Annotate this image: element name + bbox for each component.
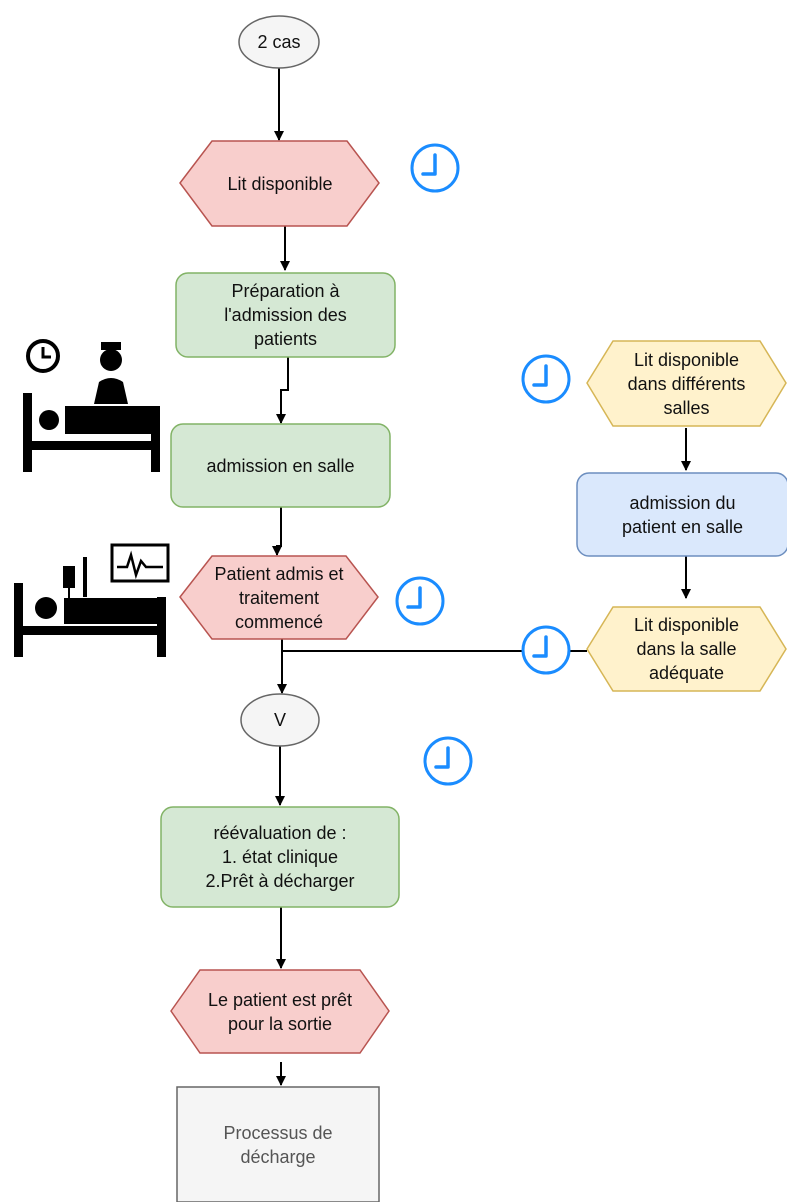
patient-admis-shape (179, 555, 379, 640)
reevaluation-shape (160, 806, 400, 908)
processus-decharge-node: Processus de décharge (223, 1122, 333, 1167)
lit-disponible-event: Lit disponible (227, 174, 333, 194)
admission-salle-function: admission en salle (206, 455, 355, 476)
preparation-function: Préparation à l'admission des patients (224, 281, 347, 349)
patient-admis-event: Patient admis et traitement commencé (214, 563, 344, 632)
pret-sortie-event: Le patient est prêt pour la sortie (207, 989, 353, 1034)
admission-salle-shape (170, 423, 391, 508)
lit-salle-adequate-event: Lit disponible dans la salle adéquate (633, 615, 740, 683)
clock-icon (410, 143, 460, 193)
processus-decharge-shape (176, 1086, 380, 1202)
admission-patient-salle-shape (576, 472, 787, 557)
clock-icon (521, 354, 571, 404)
preparation-shape (175, 272, 396, 358)
lit-differents-salles-event: Lit disponible dans différents salles (627, 349, 746, 418)
arrow-preparation-to-admission (276, 357, 289, 424)
admission-patient-salle-function: admission du patient en salle (621, 492, 744, 537)
clock-icon (423, 736, 473, 786)
clock-icon (395, 576, 445, 626)
reevaluation-function: réévaluation de : 1. état clinique 2.Prê… (205, 823, 355, 891)
lit-disponible-shape (179, 140, 380, 227)
arrow-admission-to-patient-admis (272, 507, 282, 556)
nurse-at-bedside-icon (23, 339, 160, 472)
clock-icon (521, 625, 571, 675)
lit-salle-adequate-shape (586, 606, 787, 692)
start-node-shape (238, 15, 320, 69)
lit-differents-salles-shape (586, 340, 787, 427)
patient-bed-monitor-icon (14, 543, 170, 657)
start-node: 2 cas (257, 32, 301, 52)
or-connector: V (273, 710, 286, 730)
pret-sortie-shape (170, 969, 390, 1054)
or-connector-shape (240, 693, 320, 747)
